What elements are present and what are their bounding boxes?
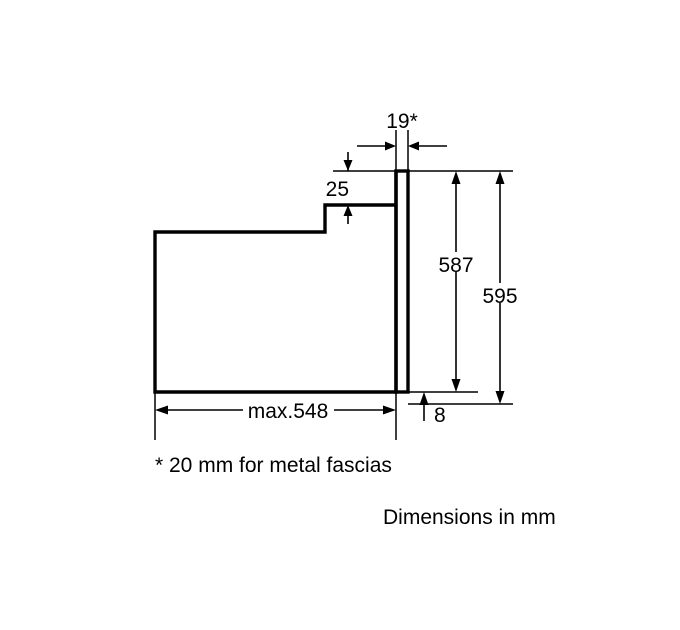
dimension-body-height: 587: [438, 171, 474, 392]
arrowhead-down-595: [495, 391, 505, 404]
arrowhead-left-548: [155, 405, 168, 415]
arrowhead-right-548: [383, 405, 396, 415]
dimension-overall-height: 595: [482, 171, 518, 404]
dimension-fascia-thickness: 19*: [357, 110, 447, 151]
fascia-panel-outline: [394, 169, 410, 394]
dimension-label-25: 25: [326, 178, 349, 201]
dimension-label-595: 595: [482, 285, 517, 308]
dimension-depth: max.548: [155, 400, 396, 423]
arrowhead-up-595: [495, 171, 505, 184]
arrowhead-up-bottom: [343, 205, 353, 216]
dimension-top-offset: 25: [326, 152, 353, 224]
arrowhead-down-587: [451, 379, 461, 392]
units-note: Dimensions in mm: [383, 506, 556, 529]
dimension-label-19: 19*: [386, 110, 418, 133]
dimension-label-587: 587: [438, 254, 473, 277]
arrowhead-left: [408, 141, 419, 151]
dimension-label-8: 8: [434, 404, 446, 427]
dimension-label-max-548: max.548: [248, 400, 329, 423]
arrowhead-right: [385, 141, 396, 151]
dimension-bottom-offset: 8: [419, 392, 446, 427]
arrowhead-up-8: [419, 392, 429, 405]
arrowhead-up-587: [451, 171, 461, 184]
arrowhead-down-top: [343, 160, 353, 171]
fascia-footnote: * 20 mm for metal fascias: [155, 454, 392, 477]
